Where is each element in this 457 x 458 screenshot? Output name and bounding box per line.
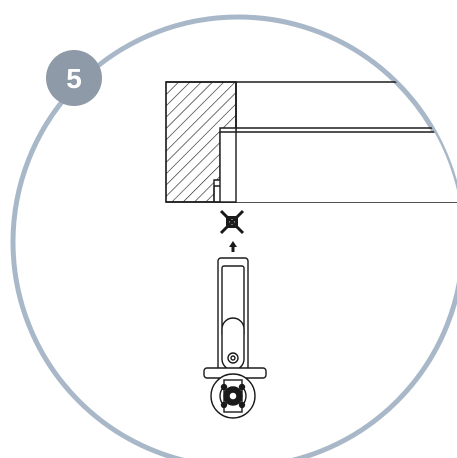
illustration-content	[165, 81, 457, 419]
hinge-bracket	[203, 257, 267, 419]
crossed-out-fastener-icon	[219, 209, 245, 235]
step-number-badge: 5	[46, 50, 102, 106]
cabinet-cross-section	[165, 81, 457, 203]
step-number: 5	[66, 63, 82, 94]
arrow-up-icon	[229, 241, 237, 252]
